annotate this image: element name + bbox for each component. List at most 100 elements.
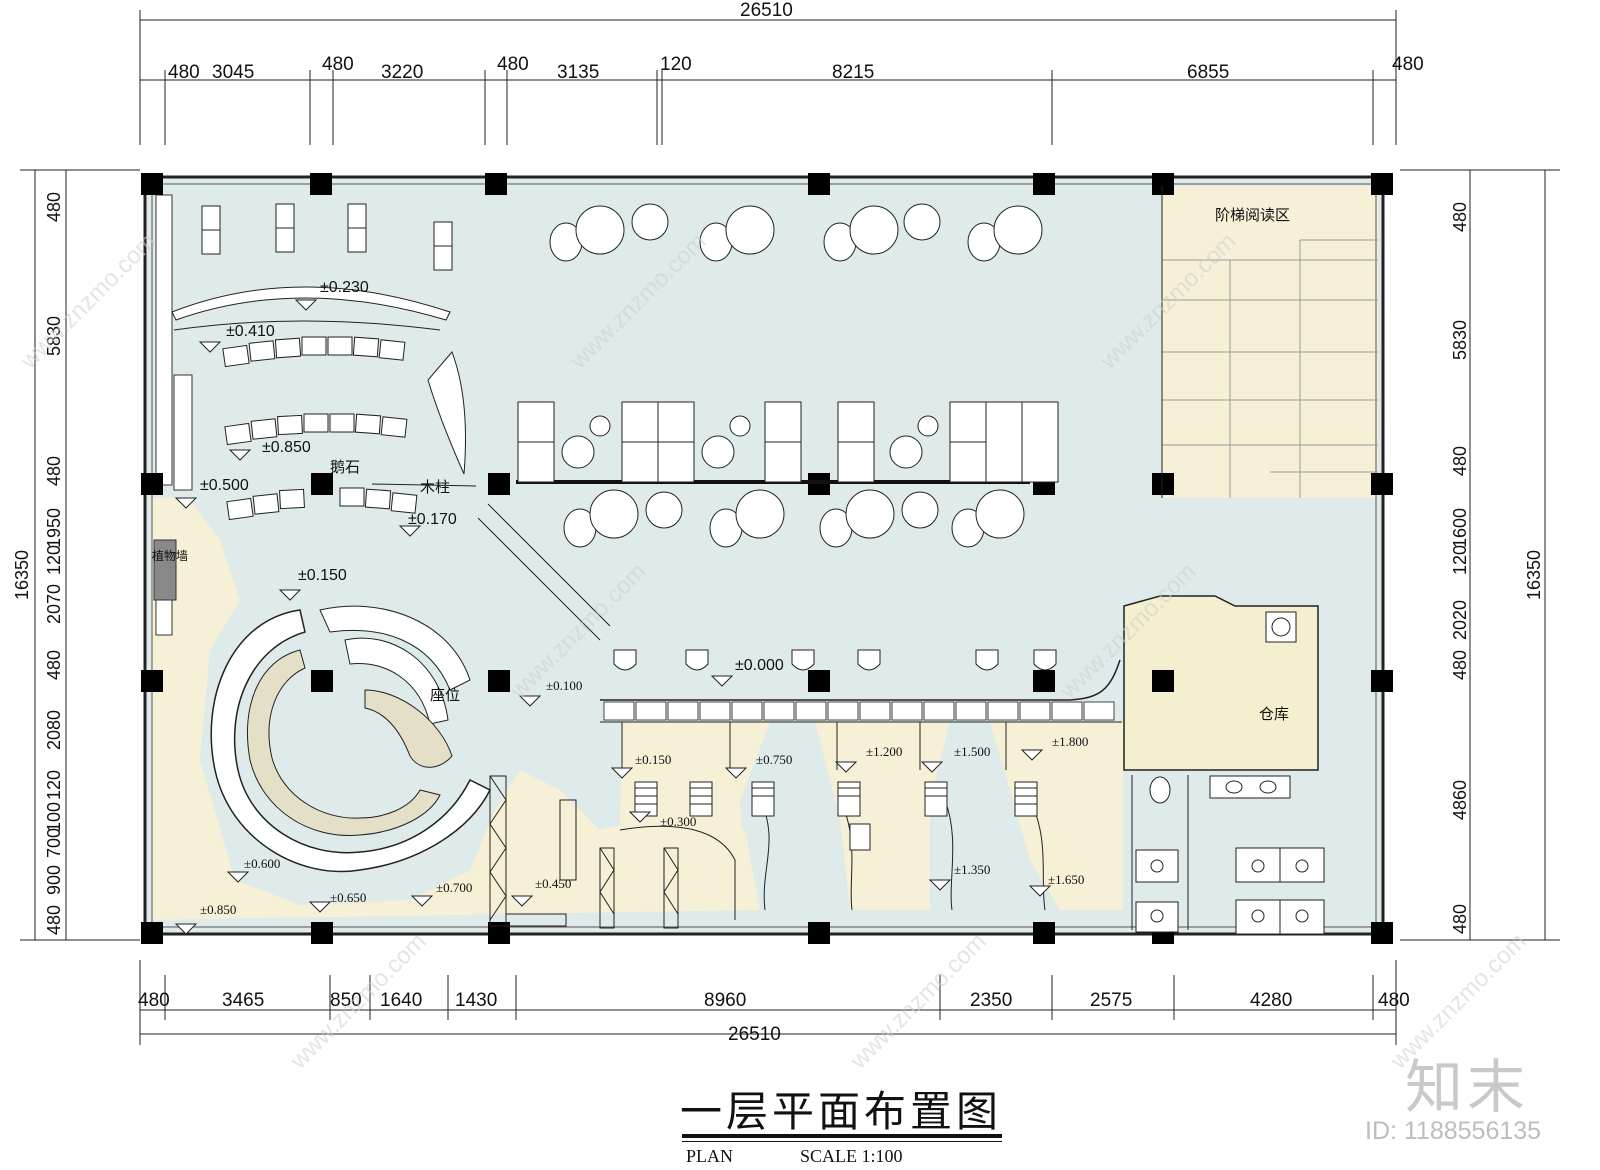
- dim-right-6: 2020: [1450, 600, 1470, 640]
- dim-left-3: 480: [44, 456, 64, 486]
- ramp-line-1: [477, 517, 601, 641]
- dim-top-9: 6855: [1187, 62, 1229, 83]
- outer-wall: [143, 175, 1385, 936]
- bar-stools: [613, 649, 1057, 671]
- dim-left-10: 100: [44, 802, 64, 832]
- dim-left-4: 1950: [44, 508, 64, 548]
- step-seats-row1: [222, 336, 406, 368]
- dim-left-1: 480: [44, 192, 64, 222]
- dim-left-12: 900: [44, 865, 64, 895]
- drawing-title: 一层平面布置图: [680, 1087, 1003, 1136]
- storage-wall: [1123, 595, 1319, 771]
- watermark-logo: 知末: [1405, 1053, 1530, 1121]
- dim-top-10: 480: [1392, 54, 1424, 75]
- level-1800: ±1.800: [1052, 734, 1088, 749]
- plan-label: PLAN: [686, 1146, 734, 1166]
- level-1350: ±1.350: [954, 862, 990, 877]
- level-0150-b: ±0.150: [635, 752, 671, 767]
- room-seating: 座位: [430, 686, 460, 704]
- arc-bench: [319, 605, 471, 691]
- office-desks: [1135, 847, 1325, 935]
- level-0170: ±0.170: [408, 511, 457, 528]
- level-0000: ±0.000: [735, 657, 784, 674]
- step-seats-row2: [224, 413, 408, 446]
- step-blocks: [603, 701, 1115, 721]
- dim-bottom-overall: 26510: [728, 1024, 781, 1045]
- ring-seating-inner: [246, 649, 441, 837]
- wood-pillar-leader: [371, 483, 477, 487]
- lounge-set-5: [563, 489, 683, 548]
- dim-bottom-9: 4280: [1250, 990, 1292, 1011]
- dim-bottom-8: 2575: [1090, 990, 1132, 1011]
- level-0150-a: ±0.150: [298, 567, 347, 584]
- level-0850-b: ±0.850: [200, 902, 236, 917]
- dim-top-1: 480: [168, 62, 200, 83]
- level-0410: ±0.410: [226, 323, 275, 340]
- floor-stair-reading: [1162, 186, 1378, 498]
- level-0600: ±0.600: [244, 856, 280, 871]
- dim-left-8: 2080: [44, 710, 64, 750]
- step-stools: [634, 781, 1038, 851]
- dim-top-7: 120: [660, 54, 692, 75]
- platform-edge: [600, 659, 1121, 701]
- dim-bottom-6: 8960: [704, 990, 746, 1011]
- level-0450: ±0.450: [535, 876, 571, 891]
- level-0300: ±0.300: [660, 814, 696, 829]
- watermark-id: ID: 1188556135: [1365, 1117, 1542, 1145]
- dim-bottom-1: 480: [138, 990, 170, 1011]
- dim-left-13: 480: [44, 905, 64, 935]
- seating-core: [364, 689, 453, 768]
- ramp-line-2: [487, 503, 611, 627]
- step-curve-top: [171, 286, 451, 321]
- step-seats-row3: [226, 487, 418, 521]
- label-wood-pillar: 木柱: [420, 478, 450, 496]
- dim-top-3: 480: [322, 54, 354, 75]
- left-shelves: [155, 194, 193, 636]
- lounge-set-2: [699, 205, 775, 262]
- level-0750: ±0.750: [756, 752, 792, 767]
- dim-right-5: 120: [1450, 545, 1470, 575]
- title-underline-thin: [682, 1141, 1002, 1142]
- label-rock: 鹅石: [330, 458, 360, 476]
- label-plant-wall: 植物墙: [152, 548, 188, 563]
- stair-reading-steps: [1162, 239, 1378, 498]
- lounge-set-1: [549, 203, 669, 262]
- dim-left-6: 2070: [44, 584, 64, 624]
- vanity-counter: [1209, 775, 1291, 799]
- level-1650: ±1.650: [1048, 872, 1084, 887]
- dim-top-6: 3135: [557, 62, 599, 83]
- sink-1-icon: [1225, 780, 1243, 794]
- wood-sculpture: [427, 351, 466, 475]
- desk-island: [517, 401, 1059, 483]
- floor-step-zone: [620, 722, 1123, 910]
- lounge-set-8: [951, 489, 1025, 548]
- dim-right-7: 480: [1450, 650, 1470, 680]
- dim-bottom-10: 480: [1378, 990, 1410, 1011]
- sink-2-icon: [1259, 780, 1277, 794]
- arc-bench-2: [344, 637, 449, 725]
- dim-top-4: 3220: [381, 62, 423, 83]
- washbasin-cabinet: [1265, 611, 1297, 643]
- level-0850-a: ±0.850: [262, 439, 311, 456]
- dim-top-2: 3045: [212, 62, 254, 83]
- lounge-set-6: [709, 489, 785, 548]
- title-underline-thick: [682, 1134, 1002, 1138]
- dim-left-5: 120: [44, 545, 64, 575]
- dim-top-8: 8215: [832, 62, 874, 83]
- dim-right-1: 480: [1450, 202, 1470, 232]
- dimension-lines: [20, 10, 1560, 1045]
- level-1500: ±1.500: [954, 744, 990, 759]
- dim-right-9: 480: [1450, 904, 1470, 934]
- dim-bottom-3: 850: [330, 990, 362, 1011]
- toilet-icon: [1149, 776, 1171, 804]
- lounge-set-3: [823, 203, 941, 262]
- level-0100: ±0.100: [546, 678, 582, 693]
- level-0700: ±0.700: [436, 880, 472, 895]
- dim-left-11: 700: [44, 828, 64, 858]
- dim-bottom-5: 1430: [455, 990, 497, 1011]
- level-0500: ±0.500: [200, 477, 249, 494]
- dim-bottom-4: 1640: [380, 990, 422, 1011]
- truss-supports: [489, 775, 679, 929]
- level-markers: [174, 299, 1052, 935]
